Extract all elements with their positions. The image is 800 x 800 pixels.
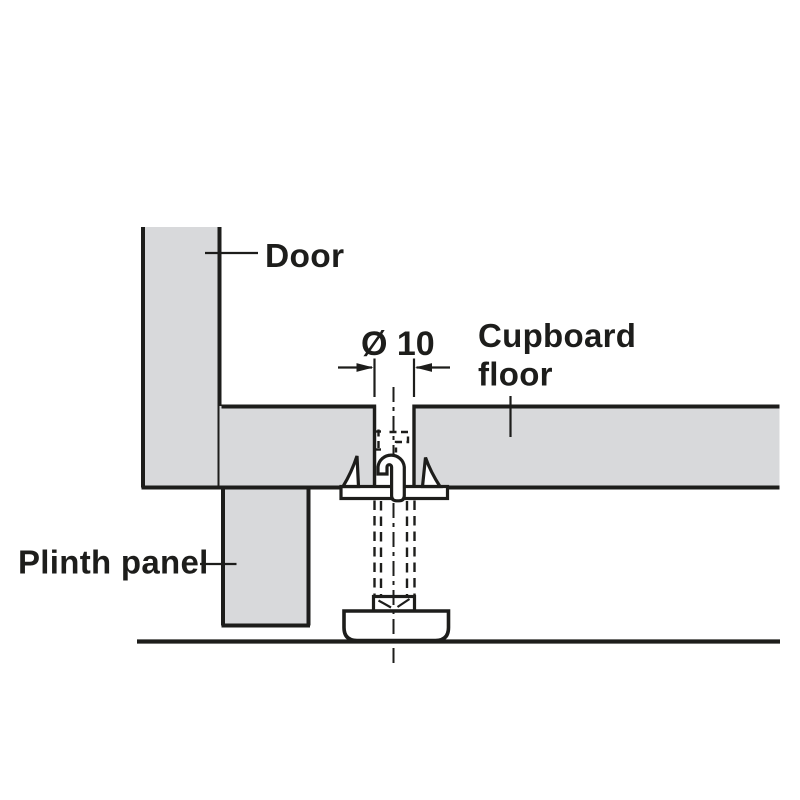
cupboard-floor-callout: Cupboard floor <box>478 317 636 437</box>
dimension-label: Ø 10 <box>361 325 435 363</box>
door-label: Door <box>265 238 344 275</box>
nut-chamfer-marks <box>377 598 411 609</box>
plinth-panel-edges <box>221 487 311 628</box>
flange-right-spur <box>420 456 443 489</box>
foot-base <box>342 609 451 643</box>
cupboard-floor-label-line2: floor <box>478 356 553 393</box>
plinth-panel-callout: Plinth panel <box>18 544 237 581</box>
door-panel <box>141 227 222 488</box>
spindle-hidden-lines <box>373 500 416 595</box>
cupboard-floor-panel <box>219 404 780 488</box>
door-panel-fill <box>141 227 221 488</box>
door-callout: Door <box>205 238 344 275</box>
dimension-arrowhead-left <box>356 363 374 372</box>
dimension-arrowhead-right <box>415 363 432 372</box>
hidden-clip-line <box>389 430 410 453</box>
cupboard-floor-label-line1: Cupboard <box>478 317 636 354</box>
clip-hook <box>376 453 406 503</box>
plinth-panel-label: Plinth panel <box>18 544 209 581</box>
plinth-panel <box>221 487 311 628</box>
plinth-panel-fill <box>221 487 310 626</box>
hidden-clip-outline <box>374 429 410 453</box>
dimension-extension-lines <box>373 358 416 397</box>
flange-left-spur <box>340 455 361 489</box>
cupboard-floor-fill <box>219 406 780 488</box>
drill-hole-edges <box>372 404 416 488</box>
dimension-annotation: Ø 10 <box>338 325 450 397</box>
